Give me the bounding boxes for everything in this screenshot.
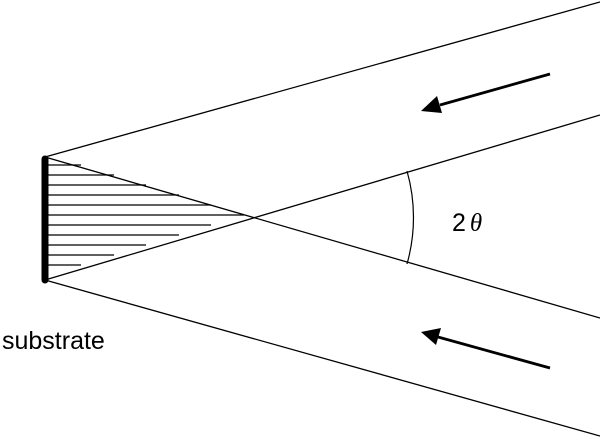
hatch-lines: [45, 164, 244, 266]
upper-beam-top-edge: [44, 1, 600, 158]
lower-arrow: [421, 328, 551, 370]
theta-symbol: θ: [470, 210, 482, 237]
lower-beam-bottom-edge: [44, 279, 600, 437]
angle-factor: 2: [452, 209, 466, 237]
lower-beam-top-edge: [44, 156, 600, 319]
upper-beam: [44, 1, 600, 281]
lower-beam: [44, 156, 600, 437]
upper-arrowhead: [421, 96, 442, 113]
interference-region: [45, 164, 244, 266]
angle-arc: [406, 170, 415, 265]
upper-beam-bottom-edge: [44, 114, 600, 281]
upper-arrow: [421, 72, 551, 113]
lower-arrowhead: [421, 328, 441, 345]
substrate-label: substrate: [2, 327, 105, 355]
